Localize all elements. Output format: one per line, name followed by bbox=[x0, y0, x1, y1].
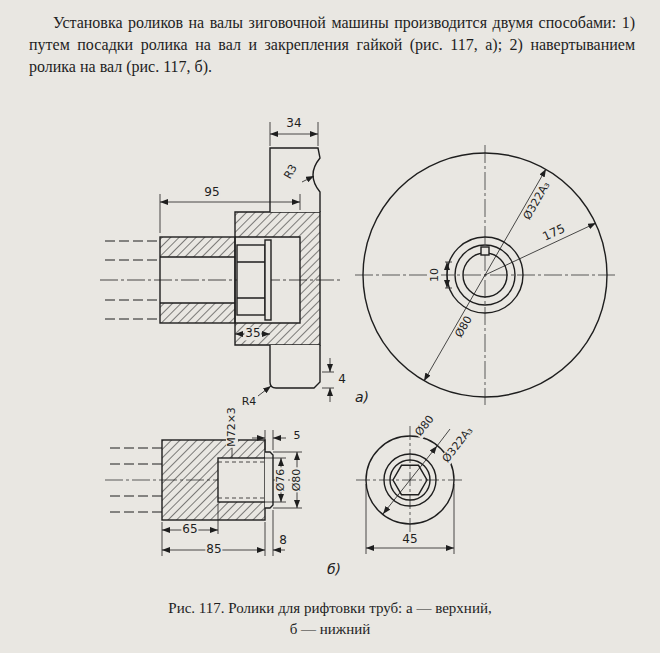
dimension: 34 bbox=[285, 117, 302, 130]
upper-roller-dimensions-part bbox=[322, 372, 334, 388]
upper-roller-dimensions-part bbox=[160, 194, 300, 233]
upper-roller-front-part bbox=[481, 247, 489, 255]
radius-dimension: R3 bbox=[282, 162, 301, 182]
upper-roller-section bbox=[100, 148, 340, 388]
upper-roller-dimensions-part bbox=[302, 176, 314, 182]
dimension: 85 bbox=[205, 543, 222, 556]
upper-roller-section-part bbox=[265, 240, 271, 320]
lower-roller-section-part bbox=[218, 462, 265, 498]
lower-roller-front-dimensions-part bbox=[437, 429, 450, 446]
dimension: 95 bbox=[203, 186, 220, 199]
upper-roller-dimensions bbox=[160, 122, 334, 402]
lower-roller-front-part bbox=[366, 436, 454, 524]
diameter-dimension: Ø80 bbox=[413, 413, 438, 440]
lower-roller-front bbox=[356, 426, 464, 534]
lower-roller-dimensions-part bbox=[273, 550, 285, 551]
lower-roller-dimensions bbox=[162, 430, 302, 556]
lower-roller-front-dimensions-part bbox=[366, 484, 454, 554]
lower-roller-front-dimensions bbox=[366, 429, 454, 554]
lower-roller-dimensions-part bbox=[162, 504, 273, 556]
lower-roller-section bbox=[105, 440, 290, 520]
lower-roller-front-dimensions-part bbox=[366, 548, 454, 549]
figure-letter: б) bbox=[326, 562, 342, 577]
diameter-dimension: Ø322A₃ bbox=[440, 424, 476, 466]
figure-letter: а) bbox=[354, 390, 370, 405]
diameter-dimension: Ø80 bbox=[291, 468, 303, 493]
dimension: 8 bbox=[278, 534, 288, 547]
upper-roller-dimensions-part bbox=[258, 386, 271, 396]
upper-roller-section-part-part bbox=[105, 241, 160, 319]
dimension: 175 bbox=[540, 222, 568, 244]
upper-roller-front-part bbox=[355, 145, 615, 405]
lower-roller-dimensions-part bbox=[273, 438, 286, 439]
upper-roller-dimensions-part bbox=[160, 202, 300, 203]
upper-roller-dimensions-part bbox=[330, 358, 331, 372]
upper-roller-section-part bbox=[160, 303, 235, 323]
upper-roller-front-dimensions-part bbox=[447, 262, 448, 288]
lower-roller-section-part bbox=[110, 448, 162, 512]
upper-roller-dimensions-part bbox=[270, 134, 318, 135]
upper-roller-front-dimensions bbox=[424, 169, 596, 381]
upper-roller-section-part bbox=[160, 257, 235, 303]
lower-roller-section-part bbox=[218, 458, 265, 502]
thread-dimension: M72×3 bbox=[226, 406, 238, 448]
lower-roller-section-part bbox=[162, 440, 265, 520]
upper-roller-section-part bbox=[270, 345, 320, 388]
dimension: 5 bbox=[293, 430, 302, 442]
dimension: 4 bbox=[337, 373, 347, 386]
dimension: 35 bbox=[244, 327, 261, 340]
upper-roller-section-part bbox=[237, 245, 265, 315]
upper-roller-section-part bbox=[160, 237, 235, 323]
upper-roller-front-dimensions-part bbox=[445, 262, 452, 288]
lower-roller-front-dimensions-part bbox=[383, 446, 437, 514]
dimension: 10 bbox=[429, 267, 441, 283]
lower-roller-section-part-part bbox=[110, 448, 162, 512]
figure-caption: Рис. 117. Ролики для рифтовки труб: а — … bbox=[165, 598, 495, 640]
radius-dimension: R4 bbox=[241, 396, 258, 408]
upper-roller-section-part bbox=[105, 241, 160, 319]
upper-roller-section-part bbox=[235, 212, 320, 345]
diameter-dimension: Ø80 bbox=[453, 313, 476, 340]
diameter-dimension: Ø322A₃ bbox=[521, 179, 553, 223]
upper-roller-front-part bbox=[363, 153, 607, 397]
lower-roller-dimensions-part bbox=[265, 430, 273, 450]
diameter-dimension: Ø76 bbox=[275, 468, 287, 493]
upper-roller-section-part bbox=[237, 262, 265, 298]
lower-roller-section-part bbox=[265, 452, 273, 508]
lower-roller-dimensions-part bbox=[252, 438, 265, 439]
lower-roller-front-part bbox=[356, 426, 464, 534]
body-text: Установка роликов на валы зиговочной маш… bbox=[28, 12, 636, 78]
upper-roller-section-part bbox=[160, 237, 235, 257]
upper-roller-dimensions-part bbox=[330, 388, 331, 402]
dimension: 65 bbox=[181, 523, 198, 536]
upper-roller-front bbox=[355, 145, 615, 405]
dimension: 45 bbox=[401, 533, 418, 546]
